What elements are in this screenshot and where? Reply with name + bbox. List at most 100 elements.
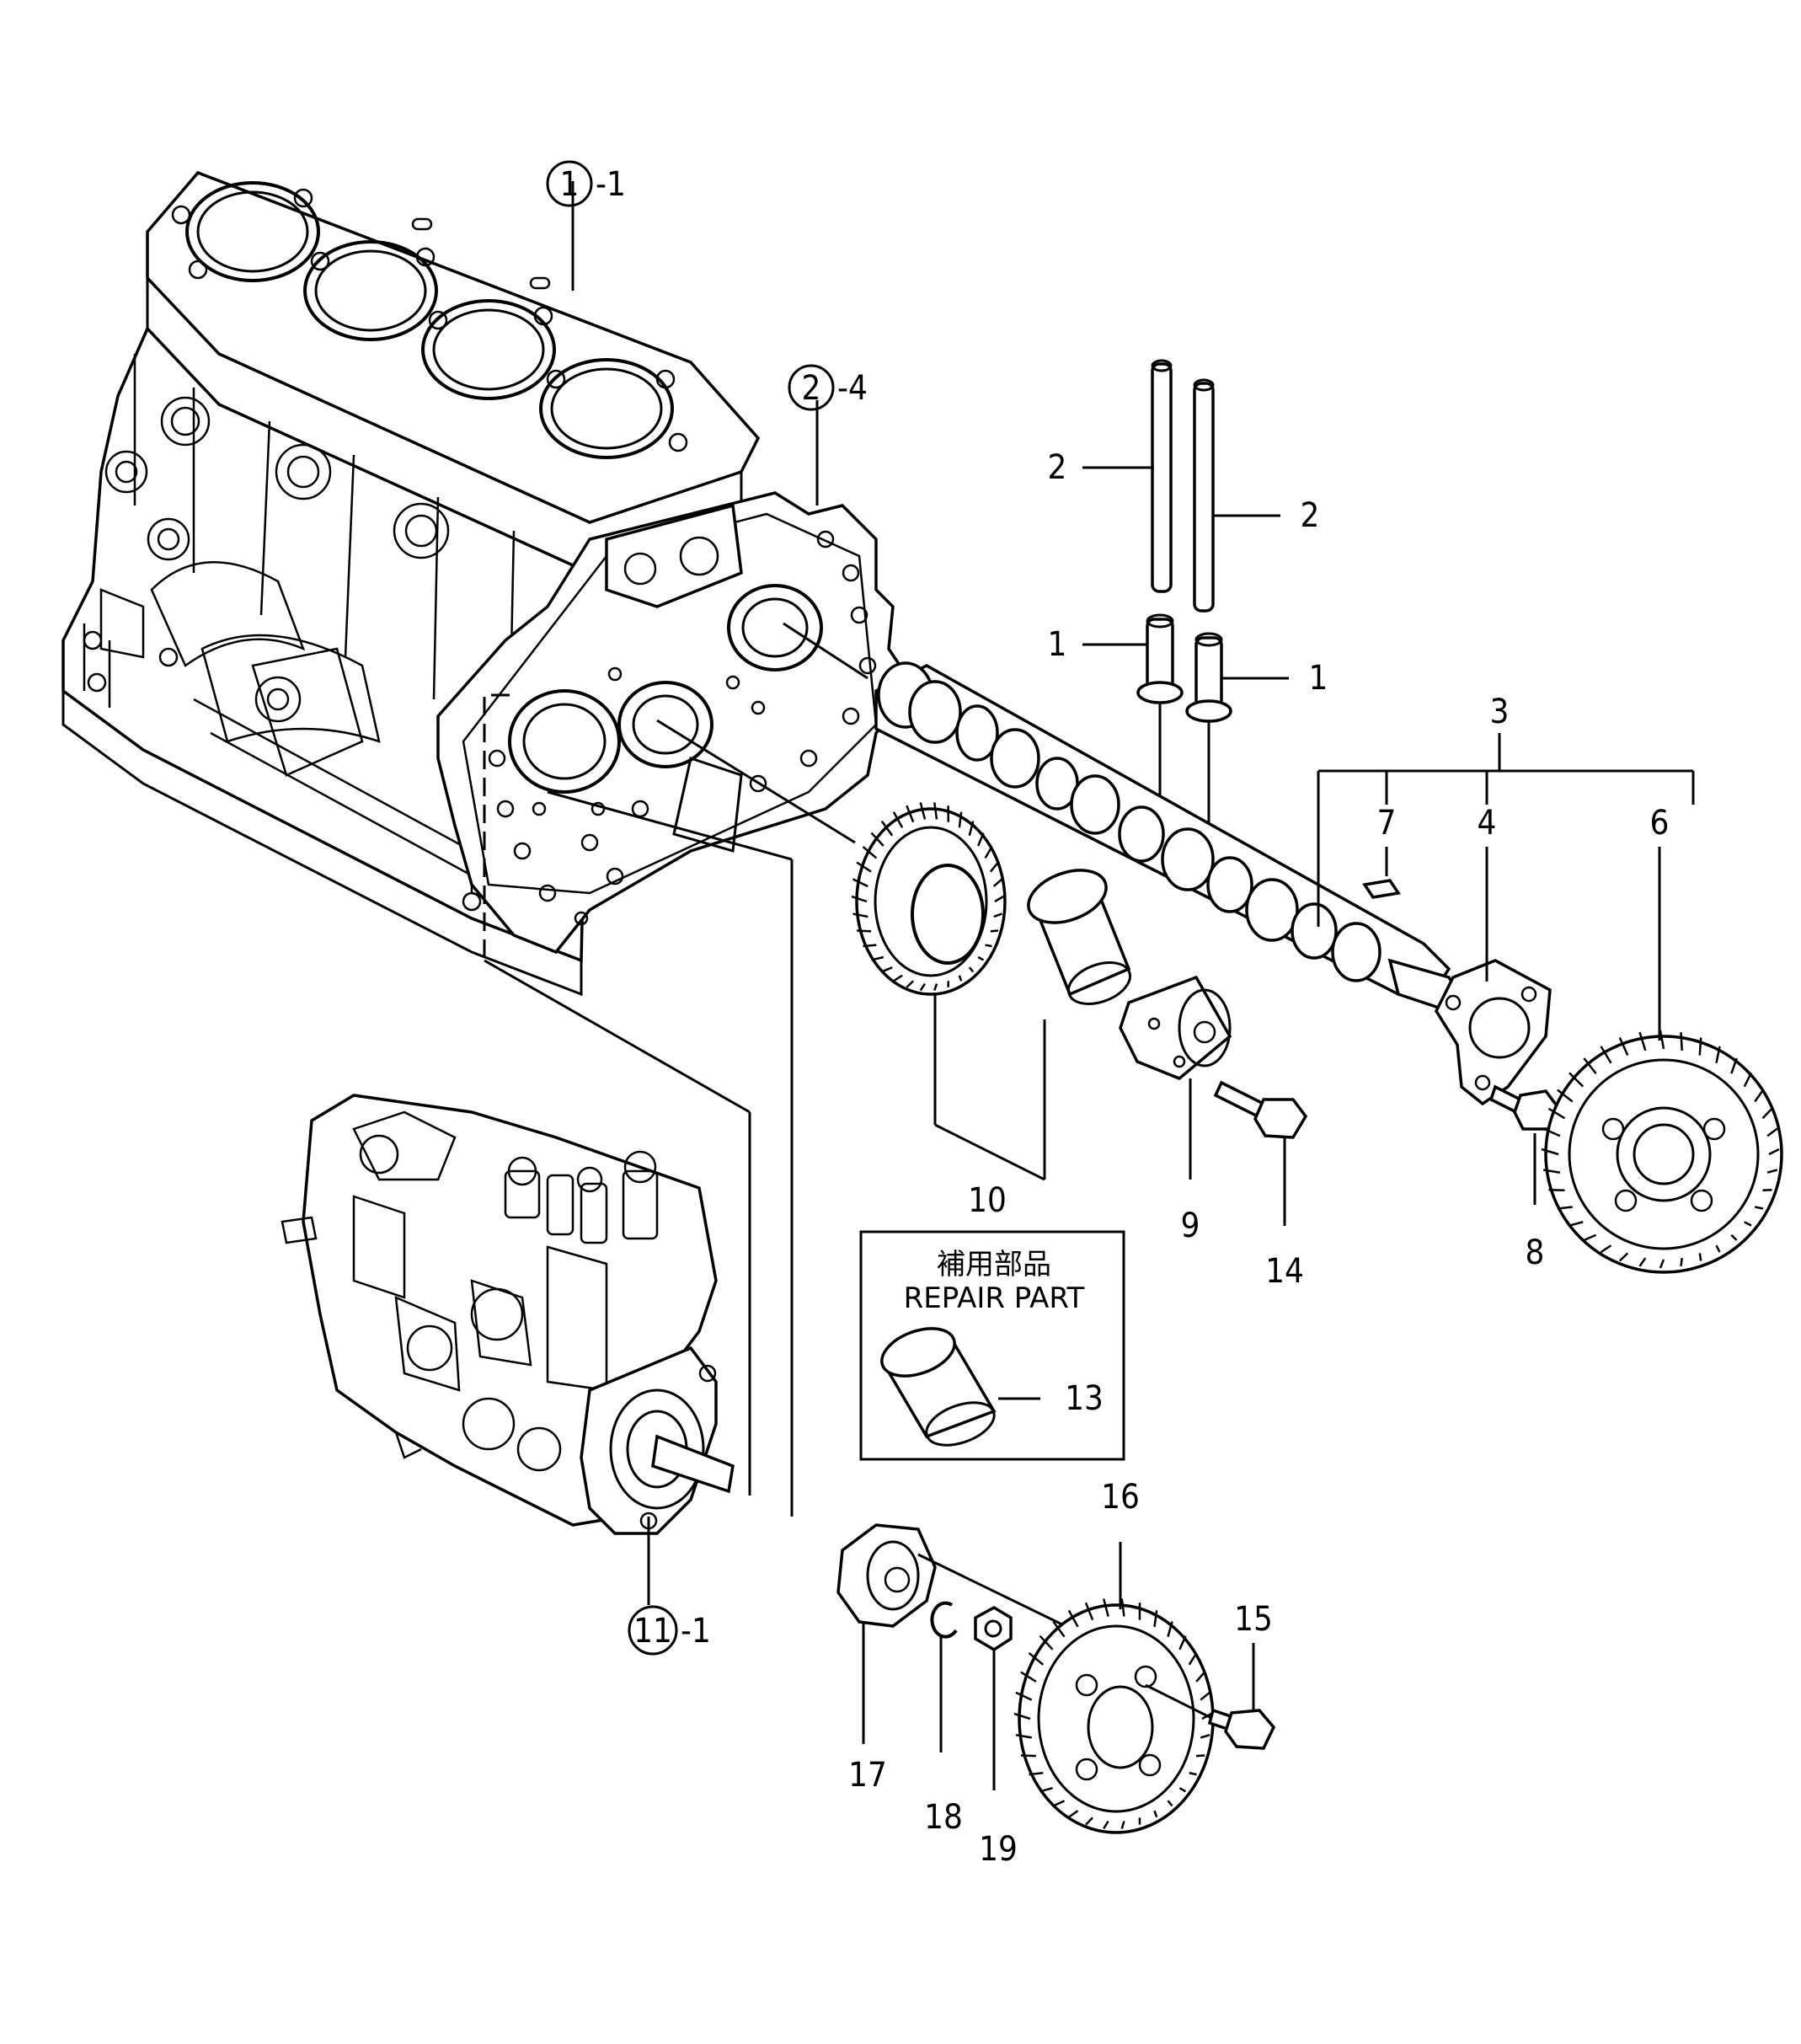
gear-tooth bbox=[906, 805, 915, 823]
gear-tooth bbox=[1762, 1188, 1772, 1192]
gear-tooth bbox=[870, 832, 884, 847]
gear-tooth bbox=[1569, 1072, 1585, 1088]
gear-tooth bbox=[968, 966, 975, 973]
gear-tooth bbox=[1766, 1169, 1778, 1174]
svg-text:2: 2 bbox=[802, 369, 821, 408]
svg-text:-1: -1 bbox=[596, 165, 626, 204]
gear-tooth bbox=[1167, 1800, 1173, 1807]
gear-tooth bbox=[933, 802, 938, 820]
label-19: 19 bbox=[979, 1830, 1018, 1869]
label-14: 14 bbox=[1265, 1252, 1304, 1291]
injection-pump bbox=[281, 1094, 735, 1605]
gear-tooth bbox=[1067, 1609, 1079, 1628]
label-2b: 2 bbox=[1301, 496, 1320, 535]
gear-tooth bbox=[1084, 1602, 1094, 1621]
svg-text:1: 1 bbox=[560, 165, 580, 204]
gear-tooth bbox=[1600, 1244, 1612, 1254]
bolt-15 bbox=[1145, 1643, 1276, 1750]
woodruff-key bbox=[1362, 879, 1401, 899]
gear-tooth bbox=[1768, 1148, 1780, 1156]
label-8: 8 bbox=[1526, 1233, 1545, 1272]
label-16: 16 bbox=[1101, 1478, 1140, 1517]
gear-tooth bbox=[851, 895, 868, 903]
camshaft bbox=[874, 661, 1464, 1014]
gear-tooth bbox=[892, 811, 904, 828]
label-3: 3 bbox=[1490, 693, 1510, 731]
svg-text:-1: -1 bbox=[681, 1612, 711, 1651]
pump-hub bbox=[836, 1523, 937, 1744]
label-15: 15 bbox=[1234, 1600, 1273, 1639]
gear-tooth bbox=[958, 975, 963, 982]
gear-tooth bbox=[1547, 1107, 1566, 1120]
label-6: 6 bbox=[1650, 804, 1670, 843]
gear-tooth bbox=[1196, 1754, 1205, 1758]
gear-tooth bbox=[1015, 1733, 1032, 1739]
repair-title-jp: 補用部品 bbox=[937, 1248, 1051, 1282]
gear-tooth bbox=[1015, 1691, 1033, 1701]
gear-tooth bbox=[984, 846, 993, 859]
repair-title-en: REPAIR PART bbox=[904, 1282, 1085, 1315]
label-13: 13 bbox=[1065, 1379, 1104, 1418]
gear-tooth bbox=[1153, 1610, 1158, 1627]
gear-tooth bbox=[1167, 1621, 1173, 1637]
gear-tooth bbox=[1178, 1635, 1187, 1651]
gear-tooth bbox=[1743, 1072, 1753, 1088]
gear-tooth bbox=[919, 982, 927, 992]
bolt-8 bbox=[1488, 1084, 1561, 1131]
label-7: 7 bbox=[1377, 804, 1397, 843]
gear-tooth bbox=[1600, 1046, 1612, 1064]
gear-tooth bbox=[1103, 1820, 1109, 1830]
label-9: 9 bbox=[1181, 1207, 1200, 1245]
label-2a: 2 bbox=[1048, 448, 1067, 487]
nut-19 bbox=[974, 1605, 1013, 1790]
gear-tooth bbox=[1188, 1652, 1198, 1666]
gear-tooth bbox=[1766, 1127, 1778, 1137]
gear-tooth bbox=[1020, 1671, 1037, 1683]
gear-tooth bbox=[856, 861, 872, 873]
gear-tooth bbox=[1195, 1671, 1206, 1683]
gear-tooth bbox=[968, 821, 975, 837]
gear-tooth bbox=[1039, 1635, 1054, 1651]
gear-tooth bbox=[1052, 1800, 1066, 1807]
label-10: 10 bbox=[968, 1181, 1007, 1220]
gear-tooth bbox=[1557, 1089, 1574, 1103]
gear-tooth bbox=[1200, 1691, 1210, 1701]
gear-tooth bbox=[1068, 1810, 1079, 1818]
gear-tooth bbox=[852, 878, 868, 888]
gear-tooth bbox=[1730, 1233, 1738, 1241]
gear-tooth bbox=[1715, 1046, 1721, 1063]
gear-tooth bbox=[958, 811, 963, 828]
gear-tooth bbox=[1102, 1598, 1109, 1617]
label-1b: 1 bbox=[1309, 659, 1328, 698]
gear-tooth bbox=[863, 944, 877, 948]
cam-gear bbox=[1541, 1030, 1783, 1274]
callout-2: 2 -4 bbox=[788, 364, 868, 411]
label-17: 17 bbox=[848, 1756, 887, 1795]
gear-tooth bbox=[1020, 1754, 1036, 1758]
gear-tooth bbox=[1618, 1036, 1629, 1057]
gear-tooth bbox=[994, 895, 1004, 903]
gear-tooth bbox=[1730, 1057, 1738, 1074]
leader-lines bbox=[571, 181, 1695, 1400]
gear-tooth bbox=[992, 878, 1003, 887]
washer-18 bbox=[930, 1601, 958, 1752]
gear-tooth bbox=[857, 929, 872, 933]
gear-tooth bbox=[862, 846, 878, 859]
gear-tooth bbox=[1659, 1030, 1665, 1050]
callout-11: 11 -1 bbox=[628, 1605, 711, 1656]
gear-tooth bbox=[990, 929, 999, 933]
gear-tooth bbox=[985, 944, 992, 948]
gear-tooth bbox=[1638, 1031, 1647, 1051]
gear-case-plate bbox=[436, 491, 907, 955]
gear-tooth bbox=[1052, 1620, 1066, 1638]
gear-tooth bbox=[1189, 1772, 1197, 1776]
gear-tooth bbox=[1178, 1787, 1187, 1793]
gear-tooth bbox=[1715, 1244, 1721, 1253]
gear-tooth bbox=[1542, 1127, 1561, 1137]
push-rods bbox=[1151, 359, 1215, 613]
gear-tooth bbox=[1583, 1233, 1597, 1242]
gear-tooth bbox=[1569, 1221, 1584, 1227]
gear-tooth bbox=[1698, 1037, 1702, 1056]
repair-bushing bbox=[880, 1327, 997, 1447]
gear-tooth bbox=[1761, 1107, 1773, 1120]
